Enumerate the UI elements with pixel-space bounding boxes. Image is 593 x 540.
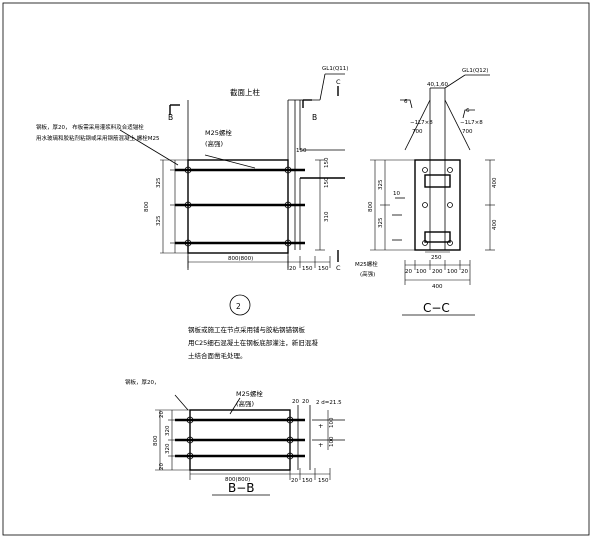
section-label-c-top: C — [336, 78, 341, 86]
note-line-1: 钢板或施工在节点采用铺与胶粘钢锚钢板 — [188, 325, 306, 334]
main-bolt-label-1: M25螺栓 — [205, 128, 232, 137]
cc-dim-325a: 325 — [378, 179, 384, 190]
bb-dim-320b: 320 — [165, 443, 171, 454]
cc-weld-left-1: −1L7×8 — [410, 120, 433, 126]
bb-dim-20a: 20 — [159, 411, 165, 418]
cc-dim-800: 800 — [368, 201, 374, 212]
section-cc — [392, 74, 490, 251]
main-bottom-dim-800: 800(800) — [228, 256, 253, 262]
main-dim-325b: 325 — [156, 215, 162, 226]
cc-bottom-dim-100b: 100 — [447, 269, 458, 275]
cc-bottom-dim-20b: 20 — [461, 269, 468, 275]
note-line-3: 土结合面凿毛处理。 — [188, 351, 247, 360]
bb-bottom-dim-800: 800(800) — [225, 477, 250, 483]
main-bottom-dim-150a: 150 — [302, 266, 313, 272]
cc-weld-left-2: 700 — [412, 129, 423, 135]
cc-dim-r400b: 400 — [492, 219, 498, 230]
cc-bottom-dim-200: 200 — [432, 269, 443, 275]
main-dim-top150: 150 — [296, 148, 307, 154]
bb-right-dim-100b: 100 — [329, 436, 335, 447]
main-dim-325a: 325 — [156, 177, 162, 188]
cc-inner-250: 250 — [431, 255, 442, 261]
svg-text:+: + — [318, 422, 323, 430]
detail-circle-mark — [229, 294, 251, 316]
main-elevation — [119, 73, 345, 270]
main-bottom-dim-150b: 150 — [318, 266, 329, 272]
bb-bottom-dim-150b: 150 — [318, 478, 329, 484]
bb-note-top: 钢板，厚20， — [125, 378, 160, 386]
section-label-b: B — [168, 113, 173, 122]
bb-bolt-label-1: M25螺栓 — [236, 389, 263, 398]
cc-mark-10: 10 — [393, 191, 400, 197]
note-line-2: 用C25细石混凝土在钢板底部灌注，新旧混凝 — [188, 338, 318, 347]
main-dim-r150b: 150 — [324, 177, 330, 188]
cc-weld-right-2: 700 — [462, 129, 473, 135]
main-dim-r310: 310 — [324, 211, 330, 222]
cc-width-400: 400 — [432, 284, 443, 290]
bb-bolt-label-2: (高强) — [236, 399, 254, 408]
main-elevation-dims — [160, 159, 331, 268]
cc-weld-6b: 6 — [466, 108, 470, 114]
cc-bottom-dim-100a: 100 — [416, 269, 427, 275]
main-note-line2: 用水玻璃和胶粘剂粘钢或采用钢筋混凝土 螺栓M25 — [36, 134, 160, 142]
cc-bracket-label: GL1(Q12) — [462, 68, 488, 74]
section-bb-dims — [155, 409, 331, 480]
section-cc-dims — [370, 159, 495, 285]
bb-top-dim-20a: 20 — [292, 399, 299, 405]
main-title: 截面上柱 — [230, 87, 260, 97]
cc-bolt-note-1: M25螺栓 — [355, 260, 378, 268]
section-label-b-right: B — [312, 113, 317, 122]
bb-hole-label: 2 d=21.5 — [316, 400, 342, 406]
bb-bottom-dim-150a: 150 — [302, 478, 313, 484]
bb-top-dim-20b: 20 — [302, 399, 309, 405]
main-bottom-dim-20: 20 — [289, 266, 296, 272]
cc-bolt-note-2: (高强) — [360, 270, 375, 278]
main-gl-label: GL1(Q11) — [322, 66, 348, 72]
bb-dim-20b: 20 — [159, 463, 165, 470]
cc-top-dim: 40,1,60 — [427, 82, 448, 88]
bb-title: B−B — [228, 481, 255, 495]
cc-dim-r400a: 400 — [492, 177, 498, 188]
bb-dim-800: 800 — [153, 435, 159, 446]
bb-bottom-dim-20: 20 — [291, 478, 298, 484]
cc-weld-6a: 6 — [404, 99, 408, 105]
main-dim-r150a: 150 — [324, 157, 330, 168]
bb-dim-320a: 320 — [165, 425, 171, 436]
svg-text:+: + — [318, 441, 323, 449]
main-note-line1: 钢板，厚20， 布板需采用灌浆料及合适锚栓 — [36, 123, 144, 131]
detail-circle-number: 2 — [236, 302, 241, 311]
main-bolt-label-2: (高强) — [205, 139, 223, 148]
cc-bottom-dim-20a: 20 — [405, 269, 412, 275]
section-bb: + + — [174, 394, 345, 471]
section-label-c-bottom: C — [336, 264, 341, 272]
cc-title: C−C — [423, 301, 450, 315]
bb-right-dim-100a: 100 — [329, 417, 335, 428]
main-dim-800: 800 — [144, 201, 150, 212]
cc-weld-right-1: −1L7×8 — [460, 120, 483, 126]
cc-dim-325b: 325 — [378, 217, 384, 228]
